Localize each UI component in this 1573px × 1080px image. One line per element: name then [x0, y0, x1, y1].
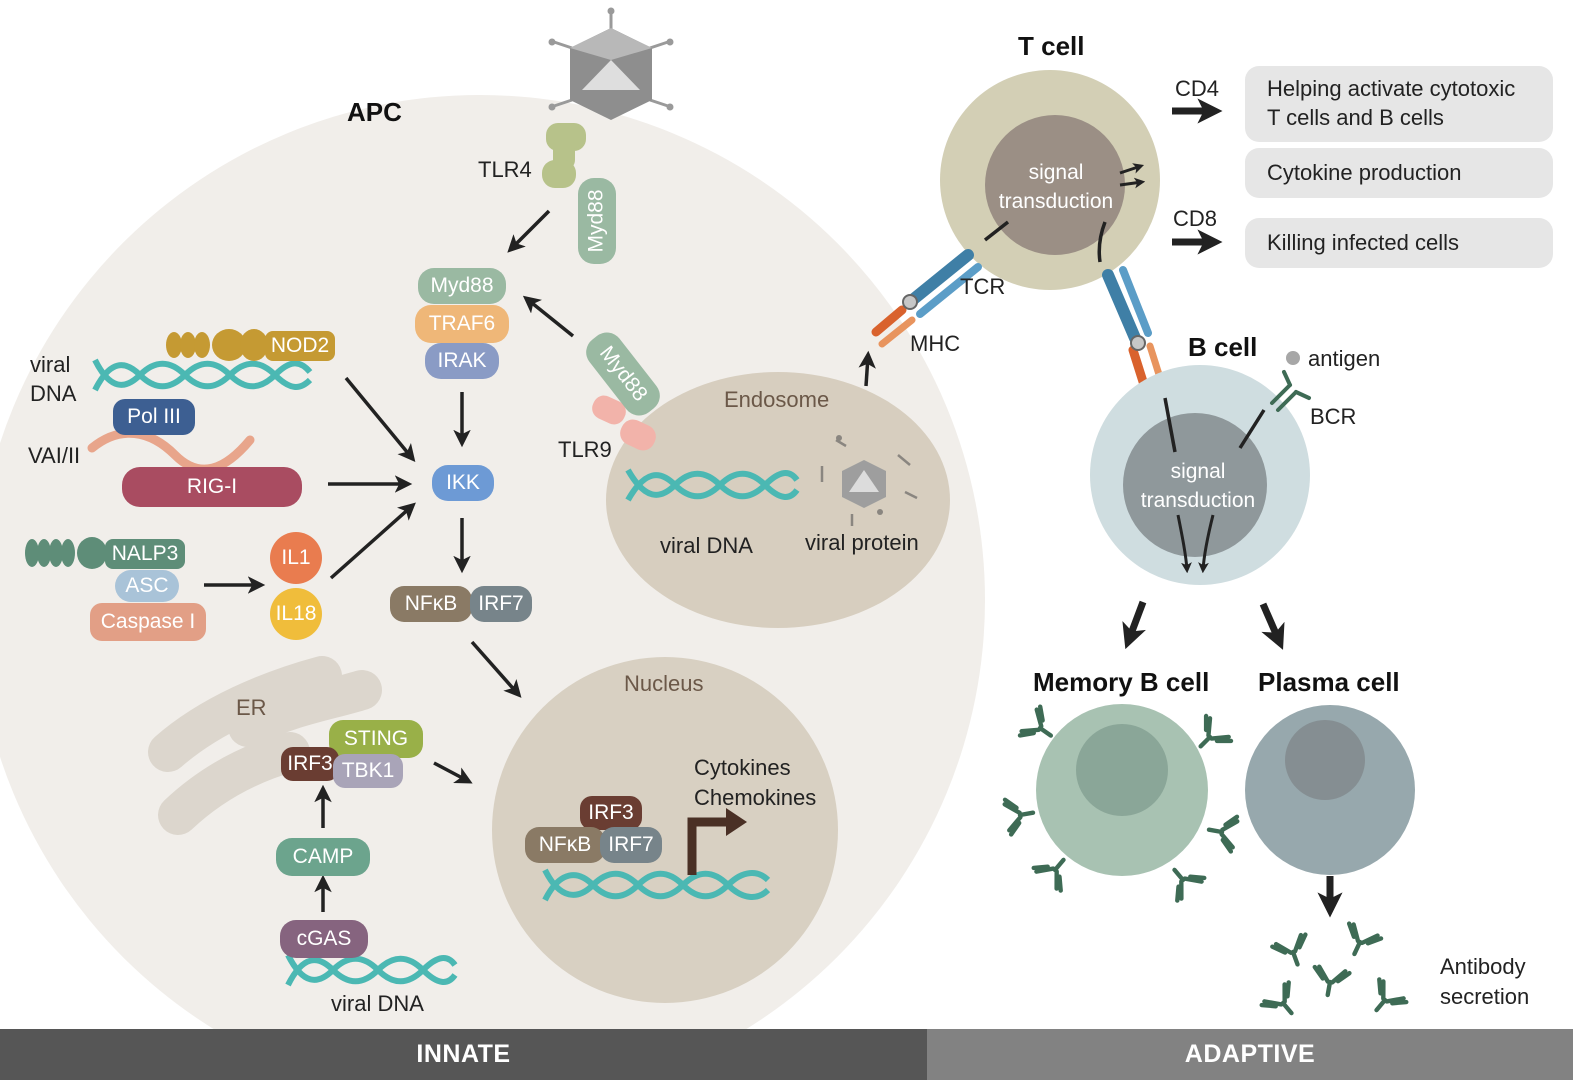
- cgas-pill: cGAS: [280, 920, 368, 958]
- b-cell-signal-lines: [1163, 397, 1266, 453]
- cd4-label: CD4: [1175, 76, 1220, 101]
- antigen-dot: [1286, 351, 1300, 365]
- dna-endosome-helix: [625, 468, 800, 502]
- t-cell-signal-lines: [983, 220, 1107, 263]
- nucleus-label: Nucleus: [624, 671, 704, 696]
- antibody-icon: [1312, 964, 1352, 998]
- b-cell-title: B cell: [1188, 332, 1258, 362]
- innate-arrows: [204, 209, 876, 912]
- caspase-pill: Caspase I: [90, 603, 206, 641]
- pol3-pill: Pol III: [113, 399, 195, 435]
- nod2-domains: [166, 329, 268, 361]
- b-cell-signal-label: signal transduction: [1140, 460, 1256, 513]
- t-cell-signal-label: signal transduction: [998, 161, 1114, 214]
- antibody-icon: [1031, 857, 1066, 893]
- antibody-icon: [1017, 704, 1054, 738]
- il18-pill: IL18: [270, 588, 322, 640]
- irf7-pill: IRF7: [470, 586, 532, 622]
- antibody-icon: [1198, 713, 1234, 749]
- antibody-icon: [1346, 921, 1384, 957]
- rig1-pill: RIG-I: [122, 467, 302, 507]
- endosome-label: Endosome: [724, 387, 830, 412]
- nfkb-pill: NFκB: [390, 586, 472, 622]
- nod2-pill: NOD2: [265, 331, 335, 361]
- camp-pill: CAMP: [276, 838, 370, 876]
- antibody-icon: [1206, 814, 1240, 854]
- dna-nucleus-helix: [542, 868, 771, 902]
- b-cell-core: [1123, 413, 1267, 557]
- nalp3-domains: [25, 537, 107, 569]
- memory-b-cell-title: Memory B cell: [1033, 667, 1210, 697]
- secreted-antibodies: [1259, 921, 1409, 1016]
- sting-pill: STING: [329, 720, 423, 758]
- tlr4-label: TLR4: [478, 157, 532, 182]
- mhc-label: MHC: [910, 331, 961, 356]
- nucleus-nfkb-pill: NFκB: [525, 827, 605, 863]
- antibody-icon: [1002, 797, 1036, 837]
- myd88-pill: Myd88: [418, 268, 506, 304]
- er-membranes: [148, 656, 382, 835]
- viral-dna-left-label: viral DNA: [30, 352, 77, 406]
- antibody-icon: [1172, 867, 1207, 903]
- t-cell-title: T cell: [1018, 31, 1085, 61]
- transcription-arrow: [687, 817, 728, 875]
- traf6-pill: TRAF6: [415, 305, 509, 343]
- endosome: [606, 372, 950, 628]
- antigen-label: antigen: [1308, 346, 1381, 371]
- antibody-icon: [1259, 980, 1294, 1016]
- nucleus-irf7-pill: IRF7: [600, 827, 662, 863]
- bcr-receptor: [1270, 370, 1311, 412]
- er-label: ER: [236, 695, 267, 720]
- cd8-label: CD8: [1173, 206, 1218, 231]
- asc-pill: ASC: [115, 570, 179, 602]
- bcr-label: BCR: [1310, 404, 1357, 429]
- antibody-icon: [1374, 977, 1409, 1013]
- antibody-icon: [1270, 932, 1308, 967]
- irak-pill: IRAK: [425, 343, 499, 379]
- irf3-pill: IRF3: [281, 747, 339, 781]
- outcome-arrows: [1122, 98, 1343, 918]
- tcr-mhc-complex-right: [1102, 266, 1166, 393]
- tlr9-receptor: [592, 395, 656, 451]
- b-cell-signal-arrows: [1176, 514, 1215, 574]
- t-cell-core: [985, 115, 1125, 255]
- adaptive-bar: ADAPTIVE: [927, 1029, 1573, 1080]
- memory-b-cell-core: [1076, 724, 1168, 816]
- helping-outcome-box: Helping activate cytotoxic T cells and B…: [1245, 66, 1553, 142]
- cytokines-label: Cytokines Chemokines: [694, 755, 817, 810]
- dna-left-helix: [92, 358, 313, 392]
- killing-outcome-box: Killing infected cells: [1245, 218, 1553, 268]
- viral-protein-label: viral protein: [805, 530, 919, 555]
- apc-title: APC: [347, 97, 402, 127]
- tcr-label: TCR: [960, 274, 1006, 299]
- endosome-virus-icon: [820, 435, 918, 526]
- bottom-viral-dna-label: viral DNA: [331, 991, 424, 1016]
- plasma-cell-title: Plasma cell: [1258, 667, 1400, 697]
- tlr4-receptor: [542, 123, 586, 188]
- nalp3-pill: NALP3: [105, 539, 185, 569]
- myd88-receptor-pill: Myd88: [578, 178, 616, 264]
- dna-bottom-helix: [285, 953, 458, 987]
- nucleus: [492, 657, 838, 1003]
- vai-label: VAI/II: [28, 443, 81, 468]
- endosome-viral-dna-label: viral DNA: [660, 533, 753, 558]
- memory-b-antibodies: [1002, 704, 1240, 903]
- myd88-receptor-label: Myd88: [585, 189, 608, 253]
- il1-pill: IL1: [270, 532, 322, 584]
- tbk1-pill: TBK1: [333, 754, 403, 788]
- tcr-mhc-complex-left: [871, 249, 982, 348]
- cytokine-outcome-box: Cytokine production: [1245, 148, 1553, 198]
- plasma-cell-core: [1285, 720, 1365, 800]
- vai-rna-strand: [87, 428, 255, 474]
- ikk-pill: IKK: [432, 465, 494, 501]
- virus-icon: [548, 7, 674, 120]
- antibody-secretion-label: Antibody secretion: [1440, 954, 1530, 1009]
- t-cell-signal-arrows: [1119, 163, 1146, 189]
- tlr9-label: TLR9: [558, 437, 612, 462]
- nucleus-irf3-pill: IRF3: [580, 796, 642, 830]
- innate-bar: INNATE: [0, 1029, 927, 1080]
